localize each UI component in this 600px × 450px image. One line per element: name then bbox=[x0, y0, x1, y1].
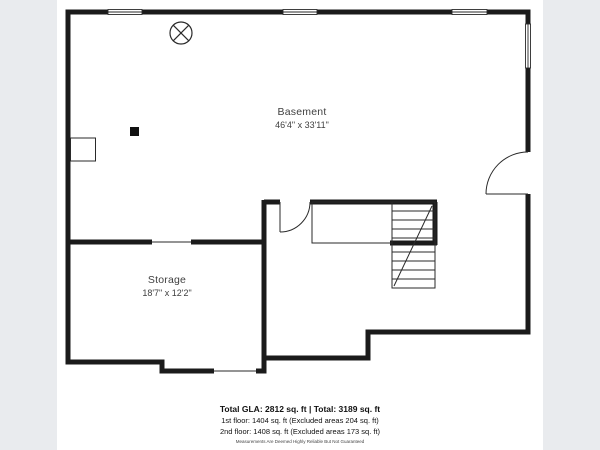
support-post bbox=[130, 127, 139, 136]
wall-fixture bbox=[70, 137, 96, 162]
disclaimer-line: Measurements Are Deemed Highly Reliable … bbox=[235, 439, 365, 444]
wall-openings bbox=[108, 8, 532, 375]
left-gutter bbox=[0, 0, 57, 450]
room-name: Basement bbox=[277, 106, 327, 118]
room-dimensions: 18'7" x 12'2" bbox=[142, 288, 192, 298]
room-label-storage: Storage 18'7" x 12'2" bbox=[142, 274, 191, 298]
first-floor-line: 1st floor: 1404 sq. ft (Excluded areas 2… bbox=[221, 416, 379, 425]
area-summary: Total GLA: 2812 sq. ft | Total: 3189 sq.… bbox=[0, 404, 600, 444]
room-label-basement: Basement 46'4" x 33'11" bbox=[275, 106, 329, 130]
utility-closet bbox=[311, 201, 393, 244]
room-dimensions: 46'4" x 33'11" bbox=[275, 120, 329, 130]
door-swing-icon bbox=[279, 201, 311, 233]
stairs bbox=[391, 201, 436, 289]
right-gutter bbox=[543, 0, 600, 450]
second-floor-line: 2nd floor: 1408 sq. ft (Excluded areas 1… bbox=[219, 427, 381, 436]
room-name: Storage bbox=[147, 274, 187, 286]
door-swing-icon bbox=[485, 151, 529, 195]
outer-walls bbox=[65, 9, 531, 374]
total-gla-line: Total GLA: 2812 sq. ft | Total: 3189 sq.… bbox=[219, 404, 381, 414]
window-icon bbox=[107, 9, 531, 372]
light-fixture-icon bbox=[169, 21, 193, 45]
